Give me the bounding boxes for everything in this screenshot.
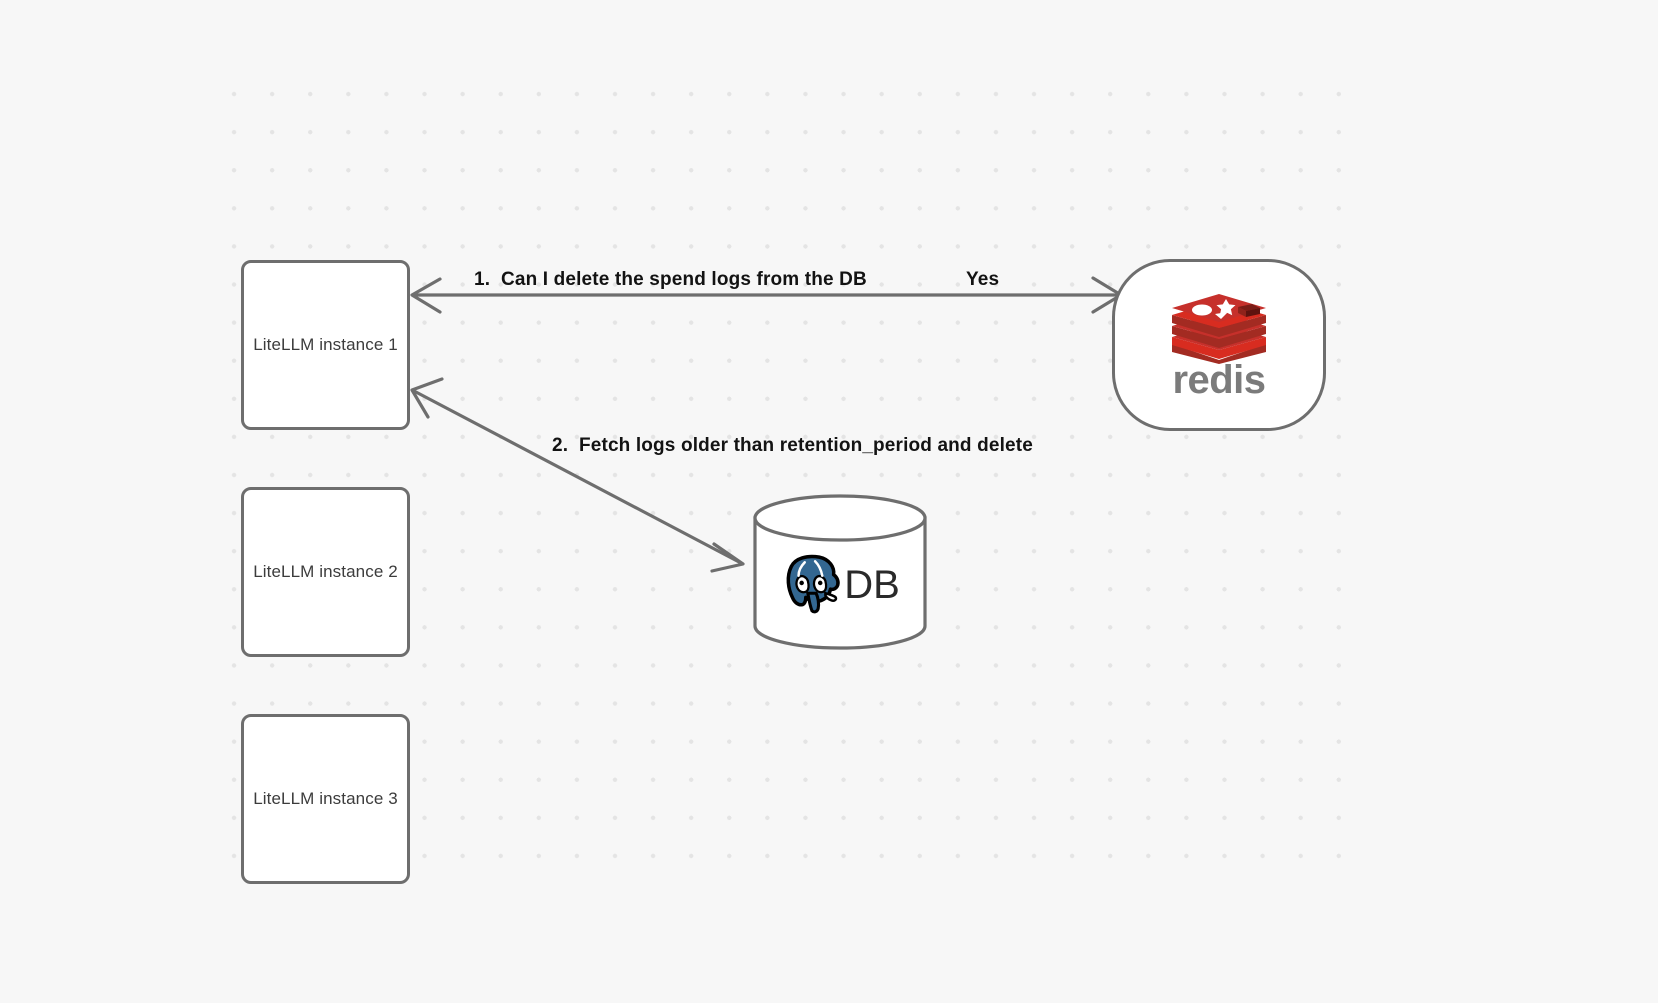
node-redis[interactable]: redis — [1112, 259, 1326, 431]
edge-2-arrowhead-left — [410, 377, 444, 419]
edge-1-reply-label: Yes — [966, 269, 1000, 290]
cylinder-shape — [753, 494, 927, 650]
edge-2-arrowhead-right — [710, 542, 745, 573]
redis-logo-icon — [1172, 294, 1266, 364]
redis-wordmark-label: redis — [1172, 358, 1266, 402]
node-litellm-instance-1-label: LiteLLM instance 1 — [253, 335, 398, 354]
node-litellm-instance-1[interactable]: LiteLLM instance 1 — [241, 260, 410, 430]
postgres-db-label: DB — [844, 563, 900, 607]
node-postgres-db[interactable]: DB — [752, 494, 928, 650]
node-litellm-instance-2[interactable]: LiteLLM instance 2 — [241, 487, 410, 657]
edge-1-arrowhead-left — [410, 277, 442, 314]
edge-1-label: 1. Can I delete the spend logs from the … — [474, 269, 867, 290]
edge-2-label: 2. Fetch logs older than retention_perio… — [552, 435, 1033, 456]
node-litellm-instance-3[interactable]: LiteLLM instance 3 — [241, 714, 410, 884]
node-litellm-instance-2-label: LiteLLM instance 2 — [253, 562, 398, 581]
node-litellm-instance-3-label: LiteLLM instance 3 — [253, 789, 398, 808]
postgresql-elephant-icon — [786, 554, 840, 614]
edge-2-connector — [410, 377, 745, 573]
